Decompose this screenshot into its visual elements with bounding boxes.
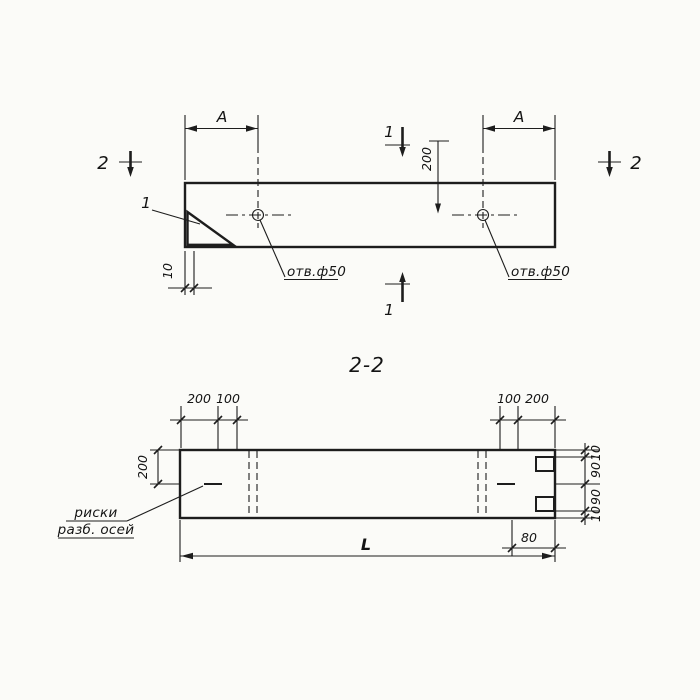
dim-tick	[580, 513, 590, 523]
cut-mark-1-top: 1	[384, 123, 410, 157]
hole-circle	[476, 208, 490, 222]
plan-view: 1 A A 2	[97, 108, 641, 319]
hole-circle	[251, 208, 265, 222]
view-direction-arrow	[399, 272, 406, 282]
slot-top	[535, 456, 555, 472]
dim-tick	[153, 479, 163, 489]
hole-note-right: отв.ф50	[484, 219, 570, 281]
hole-note-left: отв.ф50	[259, 219, 346, 281]
chamfer-callout: 1	[141, 194, 201, 225]
dim-tick	[580, 506, 590, 516]
slot-bottom	[535, 496, 555, 512]
dim-200-to-hole: 200	[419, 140, 449, 214]
dim-text: 80	[521, 530, 537, 545]
cut-label: 2	[97, 153, 108, 174]
section-outline	[178, 448, 557, 520]
cut-mark-1-bottom: 1	[384, 272, 410, 319]
arrowhead	[186, 125, 197, 132]
dim-text: 10	[160, 263, 175, 279]
dim-text: 200	[135, 455, 150, 479]
hole-right	[452, 208, 520, 222]
dim-tick	[180, 283, 190, 293]
arrowhead	[181, 552, 193, 560]
dim-tick	[580, 445, 590, 455]
arrowhead	[484, 125, 495, 132]
dim-tick	[189, 283, 199, 293]
dim-a-right: A	[482, 108, 556, 228]
dim-tick	[513, 415, 523, 425]
dim-10-chamfer: 10	[160, 251, 212, 295]
dim-side-200: 200	[135, 445, 179, 489]
view-direction-arrow	[606, 167, 613, 177]
dim-tick	[507, 543, 517, 553]
dim-text: 100	[216, 391, 240, 406]
note-text: отв.ф50	[511, 264, 570, 280]
dim-chain-right: 10 90 90 10	[556, 443, 603, 525]
section-view: 200 100 100 200 200	[57, 391, 603, 562]
dim-tick	[153, 445, 163, 455]
dim-length: L	[179, 520, 556, 562]
section-title: 2-2	[349, 353, 385, 377]
dim-tick	[580, 452, 590, 462]
dim-text: 200	[419, 147, 434, 171]
axis-note: риски разб. осей	[57, 485, 204, 539]
dim-80: 80	[502, 520, 566, 556]
note-leader	[484, 219, 510, 278]
dim-chain-top-right: 100 200	[490, 391, 566, 450]
note-text: отв.ф50	[287, 264, 346, 280]
note-leader	[259, 219, 286, 278]
chamfer-triangle	[186, 209, 237, 247]
dim-text: A	[513, 108, 525, 126]
dim-text: 200	[187, 391, 211, 406]
note-text-line2: разб. осей	[57, 522, 135, 538]
dim-text: 100	[497, 391, 521, 406]
arrowhead	[435, 203, 441, 214]
cut-mark-2-left: 2	[97, 151, 142, 177]
dim-tick	[550, 415, 560, 425]
note-leader	[126, 485, 204, 522]
dim-tick	[213, 415, 223, 425]
callout-leader	[151, 209, 201, 225]
cut-label: 2	[630, 153, 641, 174]
view-direction-arrow	[127, 167, 134, 177]
dim-text: 90	[588, 489, 603, 505]
dim-tick	[495, 415, 505, 425]
dim-tick	[232, 415, 242, 425]
dim-text: 10	[588, 445, 603, 461]
dim-text: 200	[525, 391, 549, 406]
note-text-line1: риски	[73, 505, 117, 521]
arrowhead	[542, 552, 554, 560]
arrowhead	[246, 125, 257, 132]
dim-chain-top-left: 200 100	[170, 391, 248, 450]
dim-a-left: A	[184, 108, 259, 228]
dim-text: 90	[588, 462, 603, 478]
dim-text: A	[216, 108, 228, 126]
cut-label: 1	[384, 123, 394, 141]
dim-tick	[176, 415, 186, 425]
arrowhead	[543, 125, 554, 132]
callout-label: 1	[141, 194, 151, 212]
cut-label: 1	[384, 301, 394, 319]
cut-mark-2-right: 2	[598, 151, 642, 177]
hole-left	[226, 208, 292, 222]
dim-text: 10	[588, 506, 603, 522]
view-direction-arrow	[399, 147, 406, 157]
dim-tick	[580, 479, 590, 489]
beam-outline	[183, 181, 557, 249]
dim-text: L	[361, 535, 371, 554]
